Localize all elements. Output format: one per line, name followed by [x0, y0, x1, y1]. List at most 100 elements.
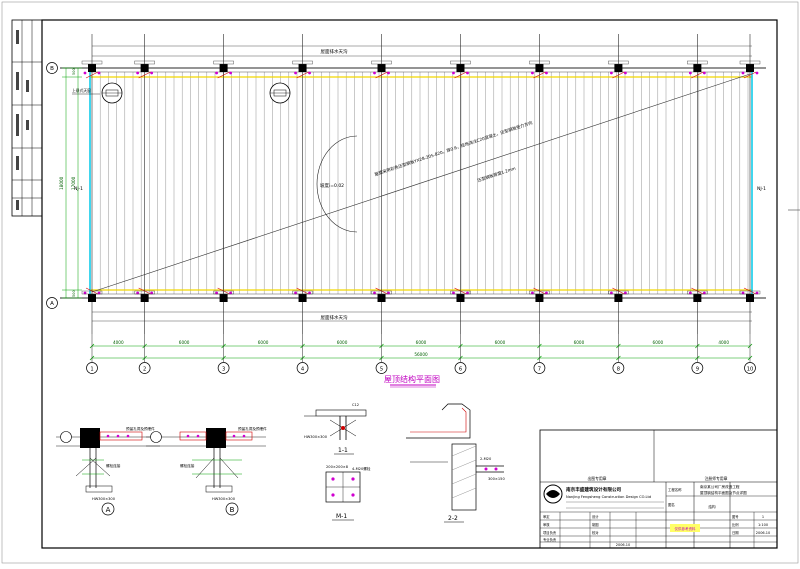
detail-a: 预留孔洞及预埋件 螺栓连接 HW300×300 A	[56, 426, 160, 516]
cyan-edges	[89, 68, 753, 298]
bay-label: 6000	[416, 340, 427, 345]
bolt	[610, 291, 613, 295]
steel-column	[298, 294, 307, 302]
axis-label: 3	[222, 367, 225, 373]
axis-bubble	[138, 362, 151, 374]
base-plate	[81, 290, 103, 295]
gusset-mark	[612, 71, 625, 79]
detail-b: 预留孔洞及预埋件 螺栓连接 HW300×300 B	[146, 426, 267, 516]
axis-label: 9	[696, 367, 699, 373]
bolt	[755, 291, 759, 295]
detail-a-mark: A	[106, 506, 111, 514]
skylight-1	[101, 82, 123, 104]
bolt	[229, 71, 233, 75]
detail-b-section: HW300×300	[212, 497, 236, 501]
bolt	[387, 291, 390, 295]
bolt	[741, 291, 745, 295]
bolt	[229, 291, 233, 295]
axis-label: 2	[143, 367, 146, 373]
row-label-3: 专业负责	[543, 537, 557, 542]
base-plate	[371, 290, 392, 295]
issue-label-1: 出图专用章	[588, 476, 607, 481]
diagonal-line	[91, 73, 751, 293]
steel-column	[140, 64, 149, 72]
axis-bubble	[612, 362, 625, 374]
company-name-en: Nanjing Fengsheng Construction Design CO…	[566, 495, 651, 499]
detail-2-2-note-top: 2-M20	[480, 457, 492, 461]
detail-2-2-mark: 2-2	[448, 515, 458, 522]
skylight-2	[269, 82, 291, 104]
base-plate	[739, 290, 761, 295]
date-lower: 2006.10	[616, 543, 630, 547]
bolt	[545, 71, 548, 75]
sig-label-scale: 比例	[732, 522, 739, 527]
bolt	[624, 291, 627, 295]
detail-b-note-top: 预留孔洞及预埋件	[238, 426, 267, 431]
bolt	[466, 291, 469, 295]
detail-2-2: 2-M20 300×150 2-2	[406, 403, 505, 523]
roof-plan: 屋面排水天沟 屋面排水天沟 屋面采用	[46, 34, 766, 388]
base-plate	[213, 290, 234, 295]
axis-label: 1	[90, 367, 93, 373]
steel-column	[693, 294, 702, 302]
slope-note: 坡度i=0.02	[320, 182, 344, 189]
axis-bubble	[86, 362, 98, 374]
base-plate	[608, 60, 629, 65]
plan-title: 屋顶结构平面图	[384, 374, 440, 384]
vertical-dimension: 18000 17000 500 500	[59, 67, 82, 299]
bolt	[545, 291, 548, 295]
base-plate	[450, 290, 471, 295]
gusset-mark	[85, 71, 99, 79]
row-axis-a-label: A	[50, 301, 54, 307]
bay-label: 6000	[495, 340, 506, 345]
steel-column	[377, 294, 386, 302]
gusset-mark	[533, 71, 546, 79]
row-label-1: 审核	[543, 522, 550, 527]
bolt	[83, 71, 87, 75]
bolt	[702, 291, 706, 295]
base-plate	[687, 290, 708, 295]
sheet-no: 1	[762, 515, 764, 519]
row-label-6: 校对	[592, 530, 599, 535]
bay-label: 6000	[337, 340, 348, 345]
gutter-bottom-label: 屋面排水天沟	[321, 314, 348, 321]
bolt	[308, 71, 311, 75]
edge-dim-bottom: 500	[72, 290, 76, 297]
steel-column	[456, 294, 465, 302]
axis-label: 5	[380, 367, 383, 373]
roof-joists	[99, 72, 749, 294]
gutter-top-label: 屋面排水天沟	[321, 48, 348, 55]
diagonal-note-2: 压型钢板厚度1.2mm	[476, 165, 516, 184]
base-plate	[739, 60, 761, 65]
gutter-top: 屋面排水天沟	[92, 45, 752, 57]
bolt	[294, 71, 297, 75]
bay-label: 6000	[653, 340, 664, 345]
axis-label: 4	[301, 367, 305, 373]
row-axis-a: A	[46, 297, 58, 309]
detail-b-note-side: 螺栓连接	[180, 463, 195, 468]
bay-label: 6000	[258, 340, 269, 345]
detail-1-1-section: HW300×300	[304, 435, 328, 439]
column-gridlines	[91, 34, 751, 334]
bolt	[215, 71, 219, 75]
gusset-mark	[375, 71, 388, 79]
bay-label: 6000	[179, 340, 190, 345]
drawing-name: 屋顶钢结构平面图及节点详图	[700, 490, 747, 495]
detail-m-1-note-side: 4-M20螺栓	[352, 466, 371, 471]
main-beams	[60, 67, 766, 299]
gusset-mark	[296, 71, 309, 79]
row-label-4: 设计	[592, 514, 599, 519]
bolt	[741, 71, 745, 75]
detail-1-1: C12 HW300×300 1-1	[304, 403, 367, 455]
detail-m-1-mark: M-1	[336, 513, 347, 520]
bolt	[702, 71, 706, 75]
yellow-beams	[90, 76, 752, 291]
binding-strip	[11, 19, 43, 217]
sig-label-date: 日期	[732, 530, 739, 535]
gutter-bottom: 屋面排水天沟	[92, 311, 752, 322]
detail-a-note-top: 预留孔洞及预埋件	[126, 426, 155, 431]
bay-label: 4000	[718, 340, 729, 345]
bay-label: 6000	[574, 340, 585, 345]
